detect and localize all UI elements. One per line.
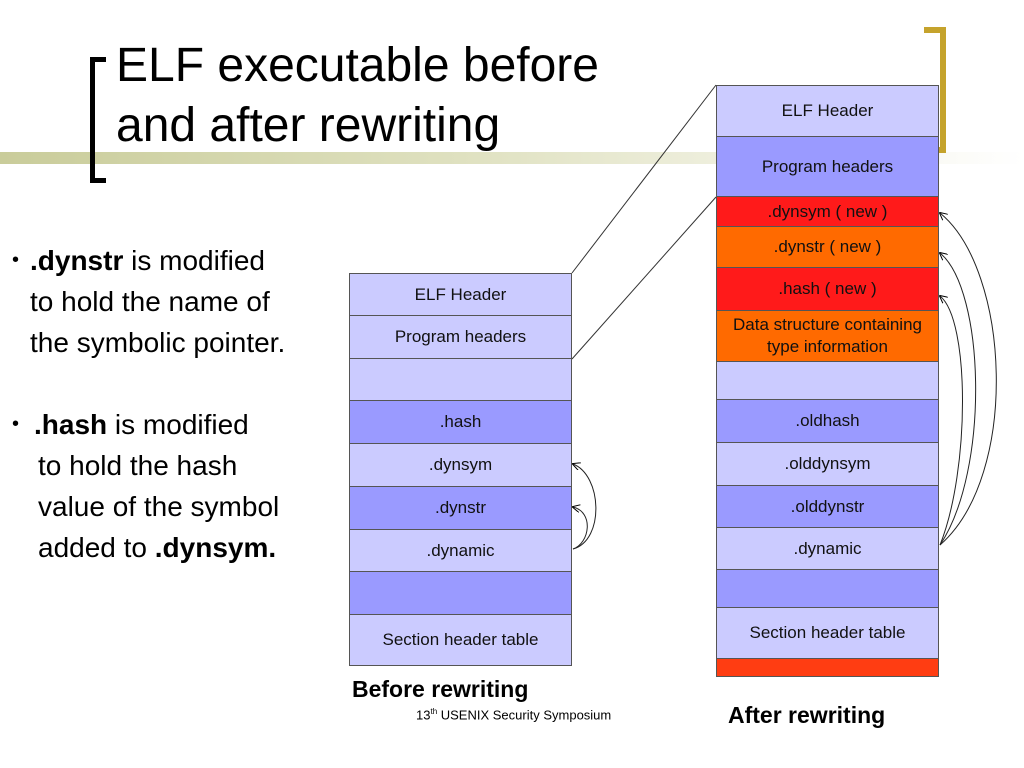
after-section-data-structure-containing-type-information: Data structure containing type informati… [716, 311, 939, 362]
after-section-olddynstr: .olddynstr [716, 486, 939, 528]
arrow-after-dynamic-to-dynsym [940, 213, 997, 546]
before-section-dynamic: .dynamic [349, 530, 572, 572]
before-section-unlabeled [349, 572, 572, 615]
bullet-line: value of the symbol [38, 491, 280, 522]
after-caption: After rewriting [728, 702, 886, 728]
after-section-dynsym-new: .dynsym ( new ) [716, 197, 939, 227]
after-section-oldhash: .oldhash [716, 400, 939, 443]
bullet-line: .dynstr is modified [12, 240, 285, 281]
footer-ordinal-suffix: th [430, 707, 438, 716]
after-section-hash-new: .hash ( new ) [716, 268, 939, 311]
after-section-program-headers: Program headers [716, 137, 939, 197]
footer-number: 13 [416, 707, 431, 723]
bullet-line: to hold the hash [38, 450, 238, 481]
arrow-before-dynamic-to-dynstr [573, 507, 588, 550]
before-section-dynsym: .dynsym [349, 444, 572, 487]
after-section-elf-header: ELF Header [716, 85, 939, 137]
bullet-keyword: .dynsym. [154, 532, 277, 563]
bullet-dot-icon: • [12, 249, 20, 271]
title-line-2: and after rewriting [116, 99, 501, 152]
after-section-unlabeled [716, 659, 939, 677]
title-bracket-left [90, 57, 106, 183]
zoom-line-bottom [571, 196, 717, 360]
bullet-text: added to [38, 532, 155, 563]
after-section-unlabeled [716, 362, 939, 400]
bullet-text: is modified [107, 409, 249, 440]
before-section-section-header-table: Section header table [349, 615, 572, 666]
title-line-1: ELF executable before [116, 39, 599, 92]
before-section-hash: .hash [349, 401, 572, 444]
bullet-dynstr: • .dynstr is modified to hold the name o… [12, 240, 285, 363]
bullet-line: to hold the name of [30, 286, 270, 317]
before-section-program-headers: Program headers [349, 316, 572, 359]
after-section-dynstr-new: .dynstr ( new ) [716, 227, 939, 268]
bullet-hash: • .hash is modified to hold the hash val… [12, 404, 279, 568]
bullet-text: is modified [123, 245, 265, 276]
before-caption: Before rewriting [352, 676, 529, 702]
after-section-olddynsym: .olddynsym [716, 443, 939, 486]
footer-text: USENIX Security Symposium [437, 707, 612, 723]
after-section-section-header-table: Section header table [716, 608, 939, 659]
arrow-before-dynamic-to-dynsym [573, 464, 597, 550]
before-section-elf-header: ELF Header [349, 273, 572, 316]
before-section-unlabeled [349, 359, 572, 401]
bullet-line: the symbolic pointer. [30, 327, 286, 358]
arrow-after-dynamic-to-dynstr [940, 253, 977, 546]
before-section-dynstr: .dynstr [349, 487, 572, 530]
after-section-unlabeled [716, 570, 939, 608]
slide-title: ELF executable before and after rewritin… [116, 36, 716, 156]
bullet-keyword: .dynstr [30, 245, 124, 276]
bullet-line: .hash is modified [12, 404, 279, 445]
bullet-line: added to .dynsym. [12, 527, 279, 568]
after-section-dynamic: .dynamic [716, 528, 939, 570]
bullet-keyword: .hash [34, 409, 108, 440]
arrow-after-dynamic-to-hash [940, 296, 963, 546]
bullet-dot-icon: • [12, 413, 20, 435]
zoom-line-top [571, 84, 717, 274]
footer-conference: 13th USENIX Security Symposium [416, 707, 611, 722]
